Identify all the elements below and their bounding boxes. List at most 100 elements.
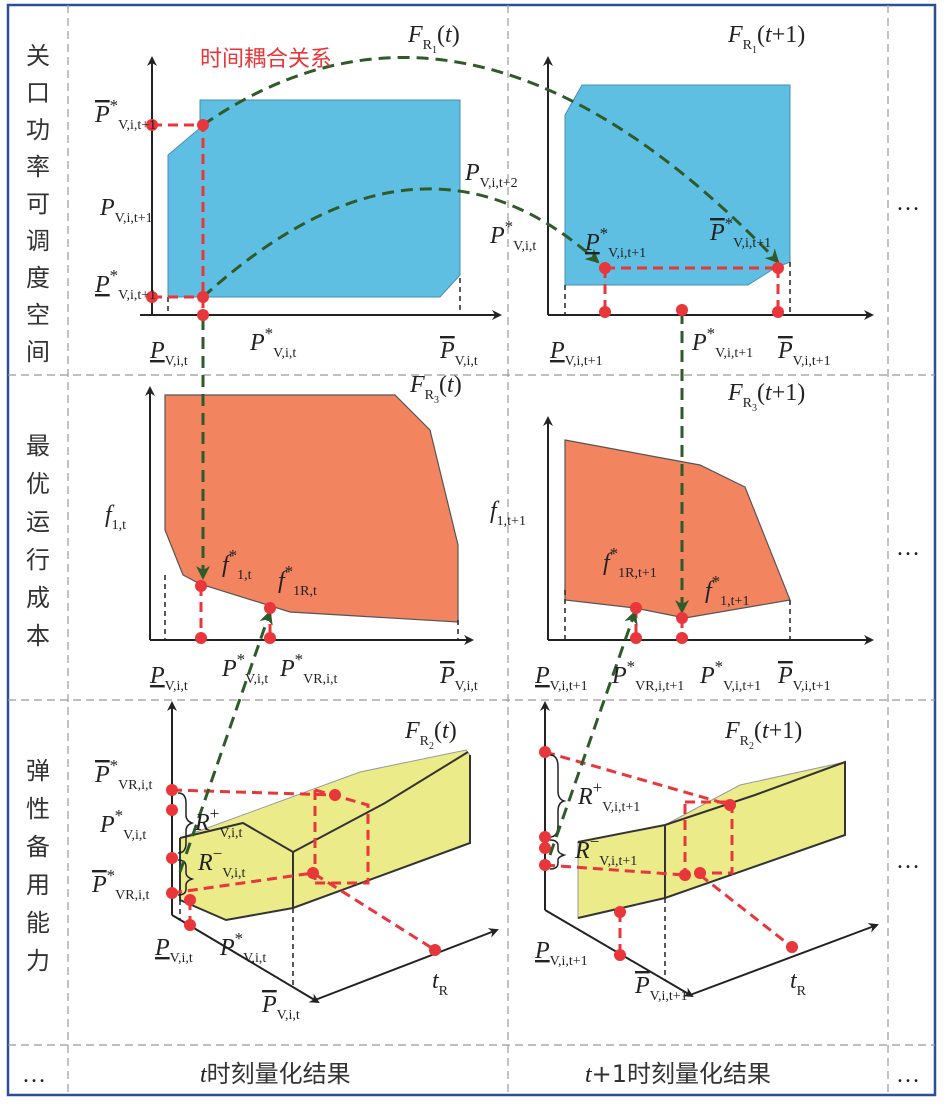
math-label-part: P	[94, 272, 110, 298]
operating-point-dot	[676, 304, 688, 316]
math-label: R−V,i,t	[197, 844, 245, 881]
math-label-part: (	[754, 718, 762, 744]
math-label-part: V,i,t	[123, 828, 146, 843]
math-label-part: t	[765, 22, 773, 48]
math-label-part: 1R,t	[293, 584, 317, 599]
math-label-part: F	[727, 380, 743, 406]
panel-reserve-t1	[540, 701, 879, 998]
math-label-part: *	[115, 806, 124, 825]
row-label-char: 成	[26, 584, 50, 612]
operating-point-dot	[630, 602, 642, 614]
math-label-part: f	[278, 568, 288, 594]
math-label: PV,i,t+1	[777, 663, 831, 694]
math-label: P*V,i,t+1	[691, 324, 753, 361]
math-label: P*VR,i,t	[279, 650, 338, 687]
math-label-part: P	[777, 663, 793, 689]
operating-point-dot	[614, 949, 626, 961]
ellipsis-footer-right: …	[896, 1062, 920, 1088]
math-label: f*1R,t	[278, 562, 317, 599]
row-label-char: 用	[26, 871, 50, 899]
math-label-part: )	[452, 22, 460, 48]
math-label-part: R	[743, 396, 753, 411]
math-label-part: 1	[432, 45, 437, 56]
math-label: f*1,t	[222, 546, 252, 583]
operating-point-dot	[146, 119, 158, 131]
operating-point-dot	[184, 919, 196, 931]
operating-point-dot	[329, 789, 341, 801]
math-label-part: V,i,t+1	[118, 118, 156, 133]
brace-icon	[177, 792, 195, 896]
operating-point-dot	[195, 632, 207, 644]
cost-region-orange	[164, 394, 459, 623]
math-label-part: *	[265, 324, 274, 343]
math-label-part: *	[107, 866, 116, 885]
math-label: R+V,i,t	[194, 804, 242, 841]
row-label-char: 备	[26, 833, 50, 861]
math-label: FR2(t)	[404, 718, 457, 752]
ellipsis-row3: …	[896, 848, 920, 874]
math-label-part: R	[574, 838, 590, 864]
math-label-part: R	[194, 810, 210, 836]
operating-point-dot	[694, 867, 706, 879]
math-label: P*V,i,t+1	[699, 657, 761, 694]
math-label-part: F	[724, 718, 740, 744]
footer-t-result: t时刻量化结果	[200, 1060, 351, 1088]
math-label-part: P	[464, 160, 480, 186]
math-label-part: *	[715, 657, 724, 676]
math-label-part: V,i,t	[455, 679, 478, 694]
math-label-part: V,i,t	[245, 672, 268, 687]
math-label-part: F	[727, 22, 743, 48]
math-label: P*V,i,t	[221, 650, 268, 687]
math-label-part: V,i,t	[165, 679, 188, 694]
math-label-part: P	[99, 812, 115, 838]
operating-point-dot	[197, 119, 209, 131]
math-label-part: +1)	[769, 718, 803, 744]
math-label-part: (	[434, 718, 442, 744]
row-label-char: 行	[26, 546, 50, 574]
math-label-part: 1,t	[237, 568, 252, 583]
math-label-part: R	[797, 984, 807, 999]
math-label-part: V,i,t+1	[715, 346, 753, 361]
row-label-char: 弹	[26, 757, 50, 785]
math-label-part: P	[549, 338, 565, 364]
operating-point-dot	[676, 612, 688, 624]
math-label-part: 3	[434, 395, 439, 406]
operating-point-dot	[197, 291, 209, 303]
math-label-part: t	[762, 718, 770, 744]
math-label: P*V,i,t+1	[584, 224, 646, 261]
math-label-part: *	[235, 929, 244, 948]
math-label-part: t	[432, 968, 440, 994]
math-label-part: −	[590, 832, 600, 851]
math-label-part: 2	[429, 741, 434, 752]
operating-point-dot	[197, 309, 209, 321]
operating-point-dot	[614, 906, 626, 918]
math-label-part: VR,i,t	[303, 672, 337, 687]
math-label-part: R	[423, 38, 433, 53]
math-label-part: t	[765, 380, 773, 406]
math-label-part: −	[213, 844, 223, 863]
math-label: FR3(t)	[409, 372, 462, 406]
math-label-part: +1)	[772, 22, 806, 48]
math-label-part: P	[91, 872, 107, 898]
math-label-part: V,i,t+1	[602, 800, 640, 815]
math-label-part: P	[489, 223, 505, 249]
math-label-part: V,i,t+1	[118, 288, 156, 303]
math-label-part: P	[699, 663, 715, 689]
reserve-prism-yellow	[577, 761, 846, 919]
math-label: PV,i,t+1	[534, 663, 588, 694]
math-label-part: *	[600, 224, 609, 243]
math-label-part: +1)	[772, 380, 806, 406]
math-label-part: (	[757, 380, 765, 406]
math-label-part: V,i,t+2	[480, 176, 518, 191]
math-label-part: 3	[752, 403, 757, 414]
math-label-part: V,i,t	[222, 866, 245, 881]
math-label-part: R	[425, 388, 435, 403]
row-label-char: 性	[26, 795, 50, 823]
math-label-part: f	[105, 502, 115, 528]
operating-point-dot	[264, 602, 276, 614]
math-label: PV,i,t	[439, 663, 478, 694]
row-label-char: 空	[26, 301, 50, 329]
math-label: FR1(t)	[407, 22, 460, 56]
panel-cost-t	[145, 386, 474, 645]
